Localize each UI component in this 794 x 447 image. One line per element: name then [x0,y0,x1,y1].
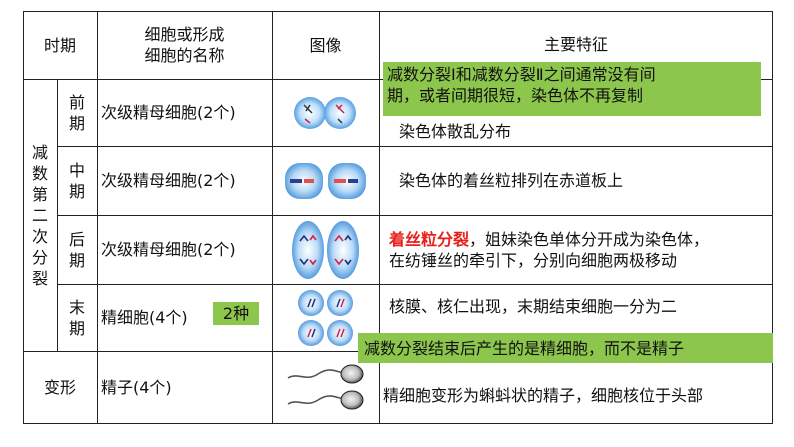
two-cells-icon [284,162,366,199]
cell-name-anaphase: 次级精母细胞(2个) [101,240,236,259]
feature-anaphase: 着丝粒分裂，姐妹染色单体分开成为染色体， 在纺锤丝的牵引下，分别向细胞两极移动 [389,229,710,270]
cell-name-telophase: 精细胞(4个) [101,308,188,327]
sperm-icon [287,364,363,409]
two-cells-icon [293,96,356,129]
highlight-centromere-split: 着丝粒分裂 [389,229,470,249]
feature-metaphase: 染色体的着丝粒排列在赤道板上 [399,171,624,190]
callout-result-spermatid: 减数分裂结束后产生的是精细胞，而不是精子 [358,333,773,363]
phase-transformation: 变形 [43,378,76,397]
badge-two-types: 2种 [213,302,259,325]
feature-transformation: 精细胞变形为蝌蚪状的精子，细胞核位于头部 [383,385,704,405]
header-features: 主要特征 [543,34,608,54]
row-divider [57,215,773,216]
metaphase-cells-image [272,146,379,215]
feature-prophase: 染色体散乱分布 [399,121,512,141]
telophase-cells-image [272,284,379,351]
four-cells-icon [297,289,353,346]
meiosis-ii-table [23,11,773,424]
header-cell-name: 细胞或形成 细胞的名称 [144,25,225,65]
row-divider [57,146,773,147]
callout-no-interphase: 减数分裂Ⅰ和减数分裂Ⅱ之间通常没有间 期，或者间期很短，染色体不再复制 [383,62,761,116]
group-label-meiosis-ii: 减数第二次分裂 [23,79,57,351]
prophase-cells-image [272,79,379,146]
feature-telophase: 核膜、核仁出现，末期结束细胞一分为二 [389,297,678,316]
cell-name-sperm: 精子(4个) [101,378,172,397]
two-cells-icon [291,220,359,279]
cell-name-prophase: 次级精母细胞(2个) [101,103,236,122]
sperm-cells-image [272,351,379,424]
phase-anaphase: 后期 [68,229,85,270]
phase-telophase: 末期 [68,297,85,338]
header-period: 时期 [43,35,76,55]
col-divider [379,11,380,424]
col-divider [272,11,273,424]
phase-metaphase: 中期 [68,160,85,201]
cell-name-metaphase: 次级精母细胞(2个) [101,171,236,190]
col-divider [97,11,98,424]
phase-prophase: 前期 [68,92,85,133]
col-divider [57,79,58,351]
row-divider [57,284,773,285]
anaphase-cells-image [272,215,379,284]
header-image: 图像 [309,35,342,55]
group-label-text: 减数第二次分裂 [31,142,48,288]
